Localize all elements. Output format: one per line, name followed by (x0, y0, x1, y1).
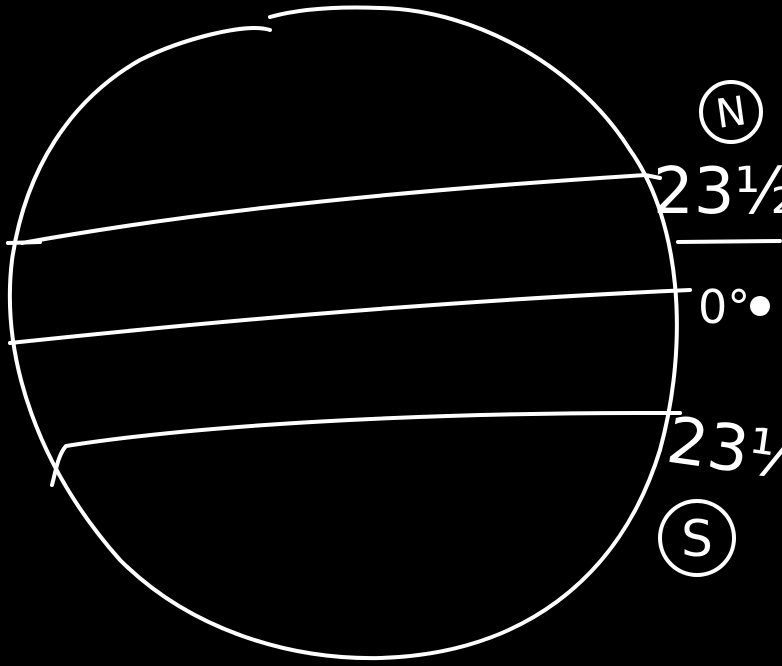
tropic-of-capricorn-line (52, 413, 680, 485)
equator-line (10, 290, 690, 343)
south-label: S (681, 510, 713, 568)
sun-dot (750, 296, 770, 316)
north-label: N (713, 88, 749, 138)
right-horizon-line (678, 241, 780, 242)
equator-label: 0° (698, 280, 750, 334)
tropic-south-label: 23½° (662, 404, 782, 502)
tropic-of-cancer-line (22, 175, 660, 243)
tropic-north-label: 23½° (653, 155, 782, 229)
